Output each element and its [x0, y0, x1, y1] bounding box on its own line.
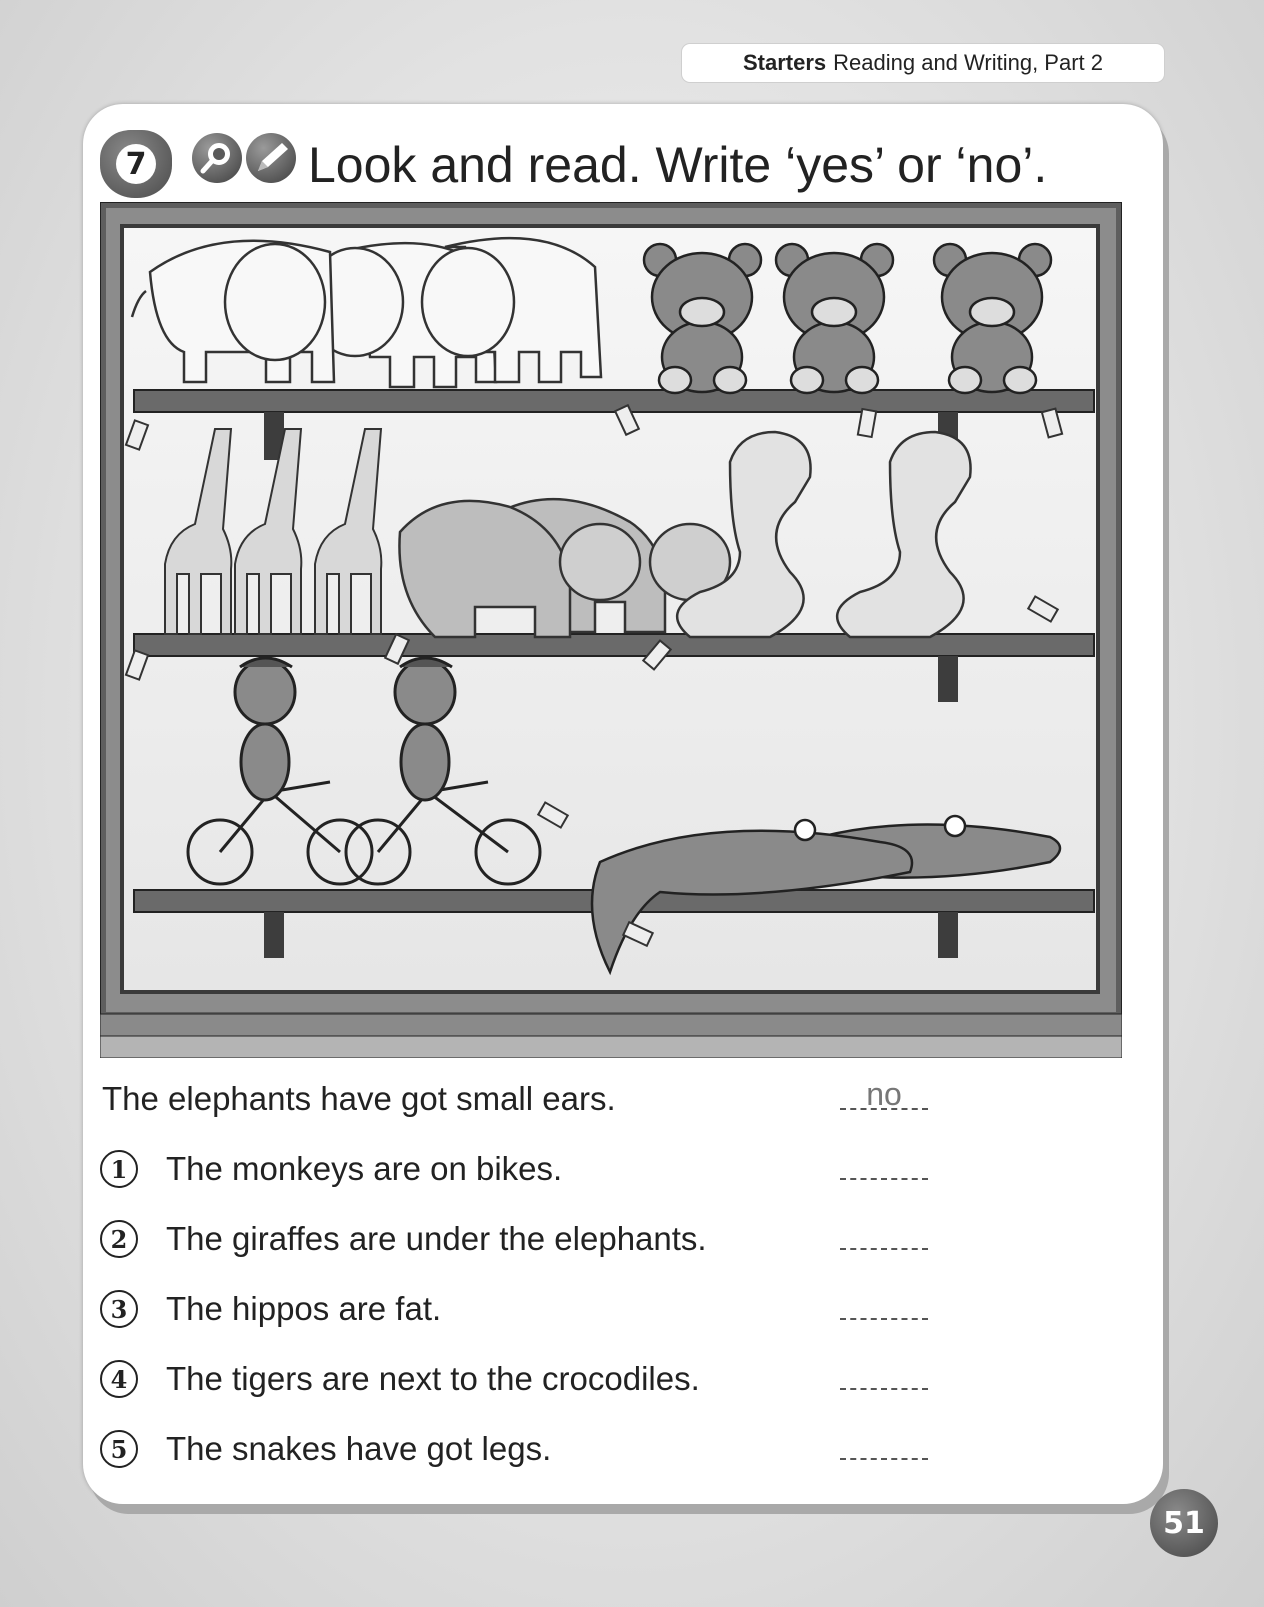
question-number-5: 5 — [100, 1430, 138, 1468]
page-number: 51 — [1150, 1489, 1218, 1557]
question-text-3: The hippos are fat. — [166, 1290, 442, 1327]
giraffe-toys — [164, 428, 383, 635]
shelf-middle — [133, 633, 1095, 702]
toy-shop-illustration — [100, 202, 1122, 1058]
question-row-4: 4 The tigers are next to the crocodiles. — [100, 1356, 940, 1406]
example-text: The elephants have got small ears. — [102, 1080, 616, 1117]
question-row-5: 5 The snakes have got legs. — [100, 1426, 940, 1476]
answer-line-1 — [840, 1178, 928, 1180]
example-row: The elephants have got small ears. no — [100, 1076, 940, 1126]
question-text-4: The tigers are next to the crocodiles. — [166, 1360, 700, 1397]
question-number-3: 3 — [100, 1290, 138, 1328]
hippo-toys — [398, 497, 732, 639]
magnifier-icon — [192, 133, 242, 183]
tiger-toys — [642, 242, 1053, 395]
question-number-2: 2 — [100, 1220, 138, 1258]
answer-line-3 — [840, 1318, 928, 1320]
question-number-4: 4 — [100, 1360, 138, 1398]
exercise-number-badge: 7 — [100, 130, 172, 198]
elephant-toys — [130, 236, 603, 389]
answer-line-5 — [840, 1458, 928, 1460]
section-header: Starters Reading and Writing, Part 2 — [682, 44, 1164, 82]
exercise-number: 7 — [116, 144, 156, 184]
snake-toys — [675, 430, 972, 639]
question-row-2: 2 The giraffes are under the elephants. — [100, 1216, 940, 1266]
instruction-text: Look and read. Write ‘yes’ or ‘no’. — [308, 137, 1048, 193]
question-row-3: 3 The hippos are fat. — [100, 1286, 940, 1336]
pencil-icon — [246, 133, 296, 183]
monkey-toys — [186, 656, 542, 886]
question-text-2: The giraffes are under the elephants. — [166, 1220, 707, 1257]
question-text-1: The monkeys are on bikes. — [166, 1150, 563, 1187]
series-label: Starters — [742, 50, 827, 75]
question-number-1: 1 — [100, 1150, 138, 1188]
example-answer: no — [866, 1076, 902, 1112]
answer-line-2 — [840, 1248, 928, 1250]
crocodile-toys — [590, 814, 1062, 976]
section-label: Reading and Writing, Part 2 — [833, 50, 1103, 75]
example-answer-line — [840, 1108, 928, 1110]
question-text-5: The snakes have got legs. — [166, 1430, 552, 1467]
price-tags — [124, 403, 1064, 948]
question-row-1: 1 The monkeys are on bikes. — [100, 1146, 940, 1196]
answer-line-4 — [840, 1388, 928, 1390]
